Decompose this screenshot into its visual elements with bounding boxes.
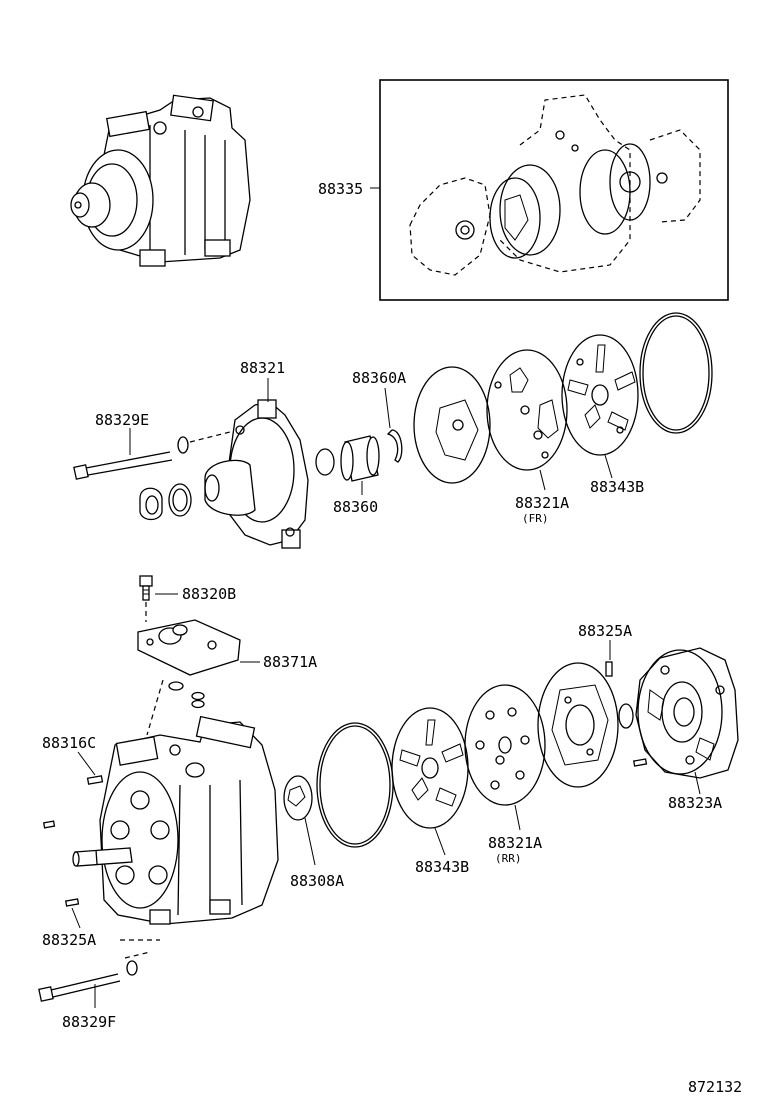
bolt-88329f bbox=[38, 973, 121, 1002]
guide-line-3 bbox=[146, 679, 164, 736]
label-88360: 88360 bbox=[333, 498, 378, 516]
label-88325a-right: 88325A bbox=[578, 622, 632, 640]
leader-88325a-left bbox=[71, 907, 81, 929]
label-88343b-top: 88343B bbox=[590, 478, 644, 496]
valve-plate-88321a-rr bbox=[464, 684, 546, 806]
label-88321a-fr: 88321A bbox=[515, 494, 569, 512]
shaft-seal-parts bbox=[139, 483, 192, 521]
reed-valve-88343b-bottom bbox=[391, 707, 469, 829]
o-ring-rear bbox=[618, 703, 634, 729]
pin-88325a-left bbox=[64, 898, 80, 907]
o-ring-small-2 bbox=[191, 691, 205, 701]
label-88335: 88335 bbox=[318, 180, 363, 198]
large-o-ring-bottom bbox=[316, 722, 394, 848]
pin-88325a-right bbox=[605, 661, 613, 677]
sleeve-88360 bbox=[340, 435, 380, 482]
rear-gasket bbox=[537, 662, 619, 788]
label-88320b: 88320B bbox=[182, 585, 236, 603]
drawing-code: 872132 bbox=[688, 1078, 742, 1096]
gasket-kit-box bbox=[379, 79, 729, 301]
leader-88316c bbox=[77, 751, 96, 776]
o-ring-small-1 bbox=[168, 681, 184, 691]
leader-88343b-top bbox=[604, 454, 613, 479]
coupling-88308a bbox=[283, 775, 313, 821]
o-ring bbox=[315, 448, 335, 476]
label-88325a-left: 88325A bbox=[42, 931, 96, 949]
reed-valve-88343b-top bbox=[561, 334, 639, 456]
label-88321a-rr: 88321A bbox=[488, 834, 542, 852]
label-88343b-bottom: 88343B bbox=[415, 858, 469, 876]
label-88371a: 88371A bbox=[263, 653, 317, 671]
large-o-ring-top-inner bbox=[642, 315, 710, 431]
bolt-88329e bbox=[73, 451, 173, 480]
guide-line-4 bbox=[124, 951, 151, 959]
rear-head-88323a bbox=[635, 647, 739, 779]
pin-left bbox=[42, 820, 56, 829]
washer-bottom bbox=[126, 960, 138, 976]
guide-line bbox=[189, 431, 231, 443]
large-o-ring-top bbox=[639, 312, 713, 434]
valve-plate-88321a-fr bbox=[486, 349, 568, 471]
leader-88323a bbox=[694, 771, 701, 795]
label-88308a: 88308A bbox=[290, 872, 344, 890]
snap-ring-88360a bbox=[386, 429, 403, 463]
label-88329e: 88329E bbox=[95, 411, 149, 429]
compressor-body bbox=[72, 715, 279, 925]
large-o-ring-bottom-inner bbox=[319, 725, 391, 845]
label-88329f: 88329F bbox=[62, 1013, 116, 1031]
front-gasket bbox=[413, 366, 491, 484]
label-88316c: 88316C bbox=[42, 734, 96, 752]
valve-88371a bbox=[137, 619, 241, 676]
leader-88343b-bottom bbox=[434, 827, 446, 856]
compressor-assembly-illustration bbox=[70, 94, 251, 267]
label-rr-note: (RR) bbox=[495, 852, 522, 865]
bolt-88320b bbox=[139, 575, 153, 601]
label-fr-note: (FR) bbox=[522, 512, 549, 525]
pin-rear bbox=[632, 758, 648, 767]
leader-88321a-rr bbox=[514, 804, 521, 831]
label-88323a: 88323A bbox=[668, 794, 722, 812]
pin-88316c bbox=[86, 775, 104, 785]
label-88321: 88321 bbox=[240, 359, 285, 377]
washer bbox=[177, 436, 189, 454]
leader-88321a-fr bbox=[539, 469, 546, 491]
front-head-88321 bbox=[204, 399, 309, 549]
leader-88308a bbox=[304, 817, 316, 866]
o-ring-small-3 bbox=[191, 699, 205, 709]
label-88360a: 88360A bbox=[352, 369, 406, 387]
leader-88360a bbox=[384, 387, 391, 429]
